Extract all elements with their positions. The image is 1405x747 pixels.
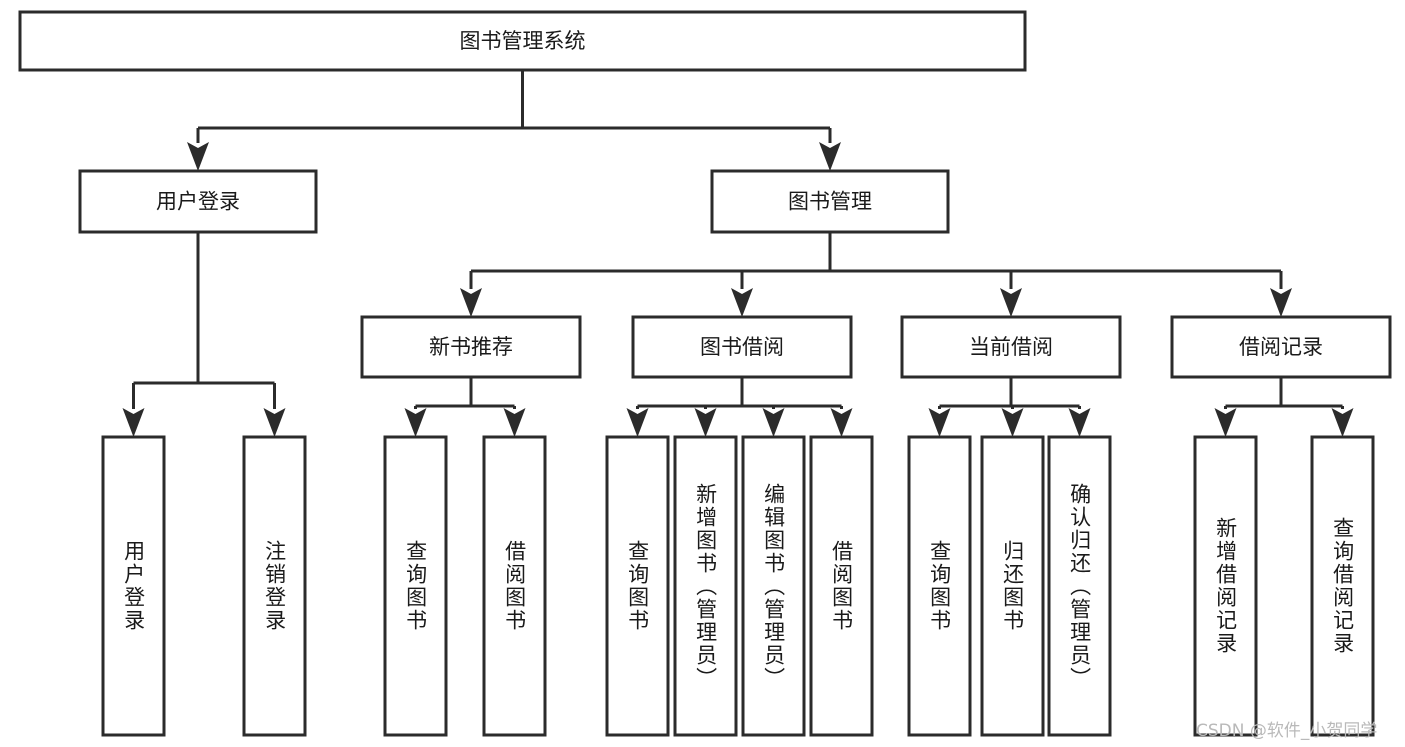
- arrow-head-icon: [830, 408, 853, 437]
- node-box-leaf-add-book[interactable]: [673, 435, 738, 737]
- node-box-leaf-borrow-book-2[interactable]: [809, 435, 874, 737]
- node-box-leaf-query-book-1[interactable]: [383, 435, 448, 737]
- node-box-leaf-confirm-return[interactable]: [1047, 435, 1112, 737]
- node-box-leaf-borrow-book-1[interactable]: [482, 435, 547, 737]
- arrow-head-icon: [1068, 408, 1091, 437]
- arrow-head-icon: [503, 408, 526, 437]
- node-box-leaf-return-book[interactable]: [980, 435, 1045, 737]
- arrow-head-icon: [122, 408, 145, 437]
- node-box-leaf-query-book-3[interactable]: [907, 435, 972, 737]
- arrow-head-icon: [1000, 288, 1022, 317]
- arrow-head-icon: [404, 408, 427, 437]
- node-box-layer: [18, 10, 1392, 737]
- arrow-head-icon: [819, 142, 841, 171]
- arrow-head-icon: [626, 408, 649, 437]
- arrow-head-icon: [762, 408, 785, 437]
- node-label: 图书管理系统: [460, 29, 586, 53]
- arrow-head-icon: [1214, 408, 1237, 437]
- arrow-head-icon: [1331, 408, 1354, 437]
- arrow-head-icon: [460, 288, 482, 317]
- node-label: 用户登录: [156, 190, 240, 214]
- arrow-head-icon: [1270, 288, 1292, 317]
- node-box-user-login[interactable]: [78, 169, 318, 234]
- node-box-leaf-user-logout[interactable]: [242, 435, 307, 737]
- node-label: 图书管理: [788, 190, 872, 214]
- node-box-book-management[interactable]: [710, 169, 950, 234]
- node-box-leaf-query-book-2[interactable]: [605, 435, 670, 737]
- node-box-root[interactable]: [18, 10, 1027, 72]
- node-box-leaf-edit-book[interactable]: [741, 435, 806, 737]
- arrow-head-icon: [263, 408, 286, 437]
- node-box-leaf-user-login[interactable]: [101, 435, 166, 737]
- node-box-current-borrow[interactable]: [900, 315, 1122, 379]
- node-box-book-borrow[interactable]: [631, 315, 853, 379]
- arrow-head-icon: [731, 288, 753, 317]
- arrow-head-icon: [928, 408, 951, 437]
- csdn-watermark: CSDN @软件_小贺同学: [1196, 721, 1378, 741]
- node-box-leaf-query-record[interactable]: [1310, 435, 1375, 737]
- node-box-borrow-record[interactable]: [1170, 315, 1392, 379]
- arrow-head-icon: [694, 408, 717, 437]
- arrow-head-icon: [187, 142, 209, 171]
- node-box-leaf-add-record[interactable]: [1193, 435, 1258, 737]
- node-label: 借阅记录: [1239, 335, 1323, 359]
- connector-layer: [122, 70, 1354, 437]
- node-box-new-book-recommend[interactable]: [360, 315, 582, 379]
- node-label: 新书推荐: [429, 335, 513, 359]
- node-label: 当前借阅: [969, 335, 1053, 359]
- node-label: 图书借阅: [700, 335, 784, 359]
- arrow-head-icon: [1001, 408, 1024, 437]
